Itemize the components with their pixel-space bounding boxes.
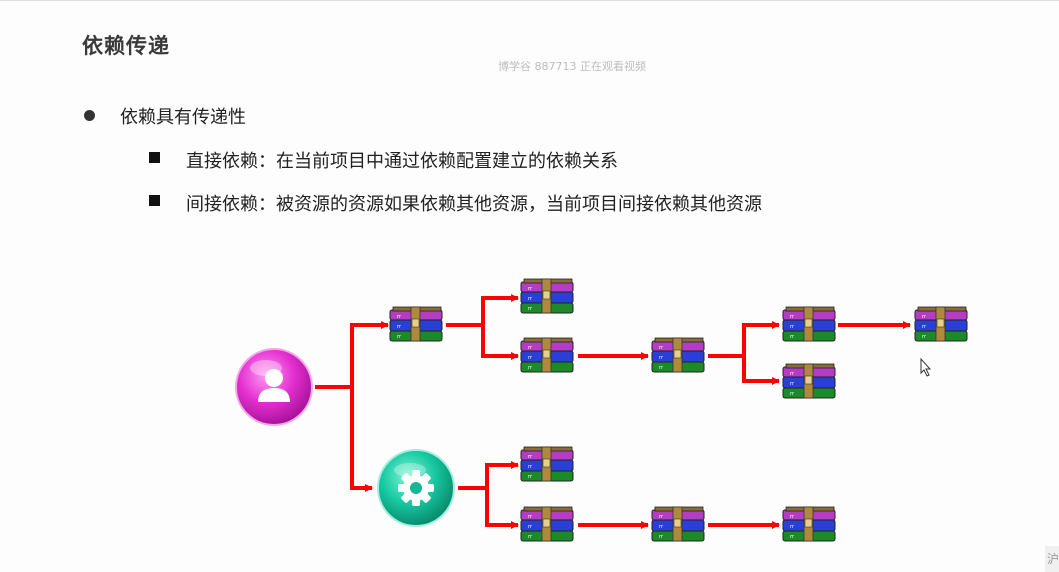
gear-icon xyxy=(377,449,455,527)
bullet-text: 依赖具有传递性 xyxy=(120,107,246,128)
mouse-cursor-icon xyxy=(920,357,932,377)
package-icon xyxy=(914,306,968,342)
watermark: 博学谷 887713 正在观看视频 xyxy=(498,60,646,73)
square-bullet-2 xyxy=(149,195,160,206)
package-icon xyxy=(782,363,836,399)
slide-title: 依赖传递 xyxy=(82,34,170,58)
sub-item-direct: 直接依赖：在当前项目中通过依赖配置建立的依赖关系 xyxy=(186,151,618,172)
package-icon xyxy=(520,506,574,542)
package-icon xyxy=(520,446,574,482)
arrows xyxy=(315,294,911,529)
bullet-dot xyxy=(84,110,95,121)
user-icon xyxy=(235,348,313,426)
edge-glyph: 沪 xyxy=(1045,546,1059,572)
package-icon xyxy=(782,506,836,542)
package-icon xyxy=(651,337,705,373)
package-icon xyxy=(782,306,836,342)
package-icon xyxy=(520,278,574,314)
package-icon xyxy=(520,337,574,373)
top-divider xyxy=(0,0,1059,1)
sub-item-indirect: 间接依赖：被资源的资源如果依赖其他资源，当前项目间接依赖其他资源 xyxy=(186,194,762,215)
edge-glyph-text: 沪 xyxy=(1047,552,1059,566)
square-bullet-1 xyxy=(149,152,160,163)
package-icon xyxy=(651,506,705,542)
package-icon xyxy=(389,306,443,342)
